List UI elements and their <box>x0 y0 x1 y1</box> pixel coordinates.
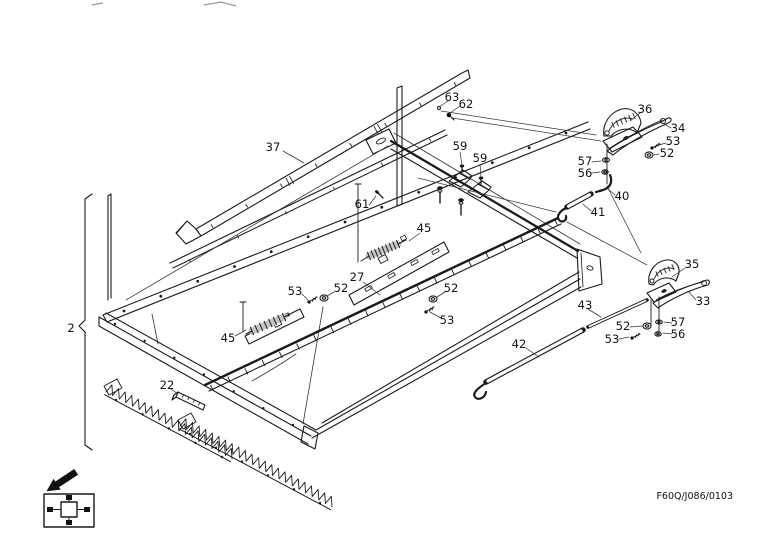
clamp-base-plate-bottom <box>646 282 677 303</box>
component-locator-icon <box>47 495 90 525</box>
alignment-lines <box>417 110 648 266</box>
link-rod-40 <box>594 173 613 194</box>
callout-43: 43 <box>578 298 593 312</box>
drawing-code: F60Q/J086/0103 <box>656 491 733 502</box>
callout-34: 34 <box>671 121 686 135</box>
knife-back-bar-27 <box>203 216 562 392</box>
left-vertical-panel <box>107 193 112 301</box>
screw-53-top <box>650 142 661 150</box>
nut-57-top <box>601 157 611 163</box>
callout-33: 33 <box>696 294 711 308</box>
frame-extent-bracket <box>78 193 93 451</box>
lever-assembly-top <box>556 108 672 223</box>
left-sill-channel <box>98 312 319 450</box>
callout-36: 36 <box>638 102 653 116</box>
callout-52-b: 52 <box>334 281 349 295</box>
leader-lines <box>170 100 697 395</box>
right-vertical-panel <box>396 85 403 207</box>
rod-43 <box>586 298 649 329</box>
callout-52-a: 52 <box>660 146 675 160</box>
callout-57-b: 57 <box>671 315 686 329</box>
nut-57-bottom <box>655 319 663 325</box>
plate-22 <box>171 391 206 411</box>
right-end-plate <box>576 248 603 292</box>
top-strip-37 <box>175 69 471 245</box>
hanging-bolt-b <box>458 198 464 216</box>
callout-37: 37 <box>266 140 281 154</box>
tension-spring-left <box>239 301 291 336</box>
front-right-channel <box>311 271 582 439</box>
guard-finger-ticks <box>210 218 558 392</box>
callout-57-a: 57 <box>578 154 593 168</box>
sill-bolts <box>113 322 295 427</box>
screw-62 <box>446 112 455 121</box>
knife-section-1 <box>103 378 233 463</box>
callout-56-a: 56 <box>578 166 593 180</box>
callout-2: 2 <box>67 321 74 335</box>
legend-box <box>43 493 95 528</box>
callout-40: 40 <box>615 189 630 203</box>
tension-spring-right <box>354 183 408 263</box>
callout-35: 35 <box>685 257 700 271</box>
scan-artifacts <box>91 1 237 7</box>
washer-56-bottom <box>654 331 662 337</box>
callout-labels: 2 37 63 62 59 59 61 36 34 53 52 57 56 40… <box>67 90 710 392</box>
knife-section-2 <box>177 412 333 511</box>
callout-59-a: 59 <box>453 139 468 153</box>
callout-45-b: 45 <box>221 331 236 345</box>
washer-56-top <box>601 169 609 175</box>
callout-41: 41 <box>591 205 606 219</box>
screw-53-left <box>307 296 318 304</box>
callout-62: 62 <box>459 97 474 111</box>
washer-52-top <box>644 151 654 159</box>
rod-42 <box>473 327 586 400</box>
washer-52-left <box>319 294 329 302</box>
hanging-bolt-a <box>437 186 443 204</box>
callout-22: 22 <box>160 378 175 392</box>
callout-56-b: 56 <box>671 327 686 341</box>
washer-52-mid <box>428 295 438 303</box>
arm-33 <box>652 279 710 309</box>
sickle-knife <box>103 378 333 511</box>
callout-53-d: 53 <box>605 332 620 346</box>
floor-lines <box>125 145 389 425</box>
screw-53-bottom <box>630 332 641 340</box>
washer-52-bottom <box>642 322 652 330</box>
tube-41 <box>556 191 594 223</box>
callout-61: 61 <box>355 197 370 211</box>
direction-arrow-icon <box>46 469 79 492</box>
strip-rivet-ticks <box>210 82 457 228</box>
bolt-61 <box>375 190 384 199</box>
stud-axis-bottom <box>650 296 660 332</box>
callout-27: 27 <box>350 270 365 284</box>
clamp-36 <box>603 108 642 137</box>
clip-59-a <box>448 164 473 188</box>
back-rail-bolts <box>122 131 568 313</box>
callout-53-c: 53 <box>440 313 455 327</box>
callout-52-c: 52 <box>444 281 459 295</box>
clamp-35 <box>648 259 680 286</box>
screw-53-mid <box>424 306 435 314</box>
callout-52-d: 52 <box>616 319 631 333</box>
lever-assembly-bottom <box>630 259 710 340</box>
callout-63: 63 <box>445 90 460 104</box>
callout-53-a: 53 <box>666 134 681 148</box>
clamp-base-plate-top <box>602 126 643 153</box>
callout-42: 42 <box>512 337 527 351</box>
wear-plate-right <box>348 241 450 306</box>
callout-53-b: 53 <box>288 284 303 298</box>
pin-63 <box>436 105 442 111</box>
callout-45-a: 45 <box>417 221 432 235</box>
clip-59-b <box>467 176 492 199</box>
callout-59-b: 59 <box>473 151 488 165</box>
